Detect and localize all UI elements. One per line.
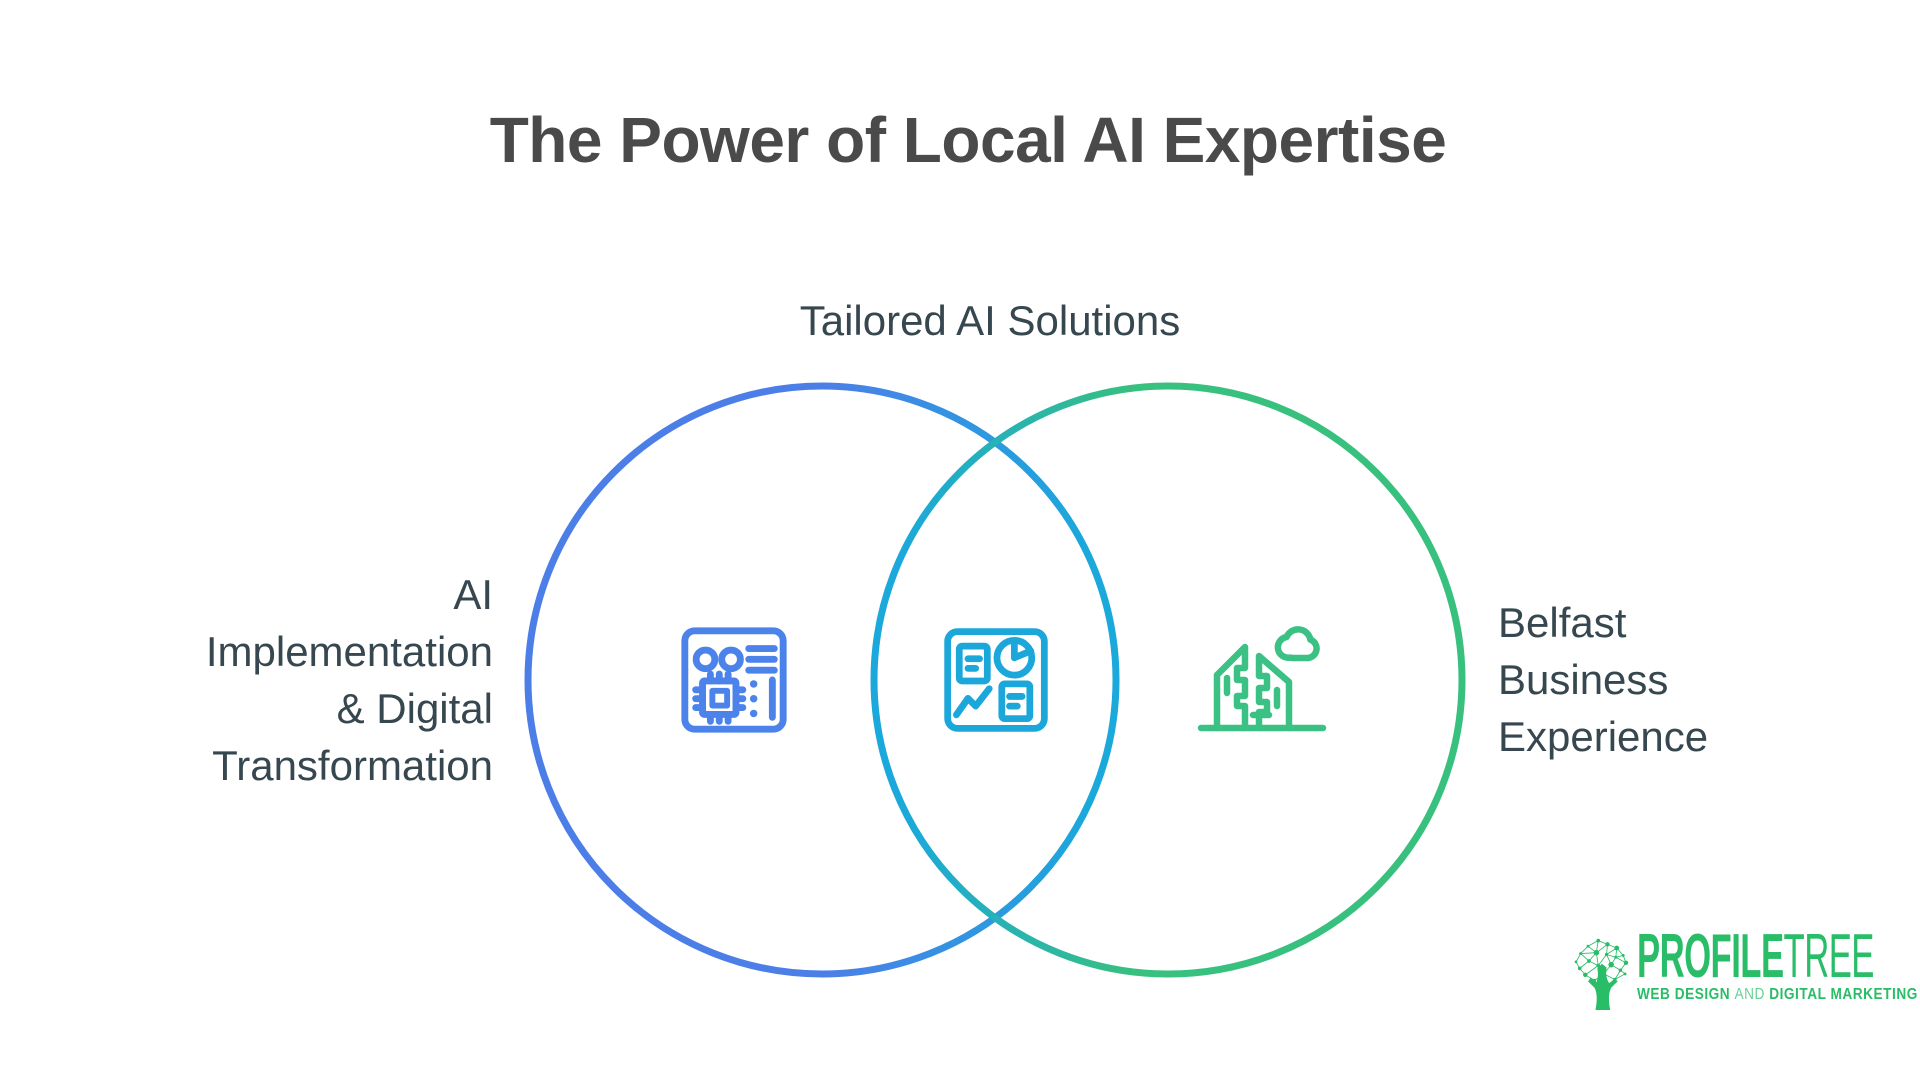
- brand-tagline: WEB DESIGN AND DIGITAL MARKETING: [1637, 987, 1920, 1003]
- venn-right-label-line: Belfast: [1498, 599, 1627, 646]
- left-circle: [524, 382, 1120, 978]
- circuit-board-icon: [681, 627, 787, 733]
- venn-right-label-line: Business: [1498, 656, 1669, 703]
- venn-right-label-line: Experience: [1498, 713, 1709, 760]
- logo-text: PROFILETREE WEB DESIGN AND DIGITAL MARKE…: [1637, 926, 1920, 1003]
- venn-top-label: Tailored AI Solutions: [799, 297, 1181, 344]
- brand-name: PROFILETREE: [1637, 926, 1874, 988]
- tagline-digital-marketing: DIGITAL MARKETING: [1769, 986, 1918, 1003]
- venn-left-label-line: Transformation: [212, 742, 493, 789]
- venn-left-label-line: AI: [453, 571, 493, 618]
- right-circle: [870, 382, 1466, 978]
- tagline-web-design: WEB DESIGN: [1637, 986, 1735, 1003]
- page-title: The Power of Local AI Expertise: [489, 104, 1447, 176]
- tagline-and: AND: [1734, 986, 1770, 1003]
- profiletree-logo: PROFILETREE WEB DESIGN AND DIGITAL MARKE…: [1571, 926, 1917, 1012]
- venn-left-label-line: & Digital: [336, 685, 493, 732]
- venn-right-label: Belfast Business Experience: [1498, 594, 1708, 765]
- venn-left-label-line: Implementation: [205, 628, 493, 675]
- city-buildings-icon: [1197, 626, 1327, 732]
- tree-network-icon: [1574, 938, 1629, 1010]
- analytics-dashboard-icon: [944, 628, 1048, 732]
- brand-name-tree: TREE: [1783, 922, 1875, 991]
- brand-name-profile: PROFILE: [1637, 922, 1784, 991]
- venn-left-label: AI Implementation & Digital Transformati…: [206, 566, 493, 794]
